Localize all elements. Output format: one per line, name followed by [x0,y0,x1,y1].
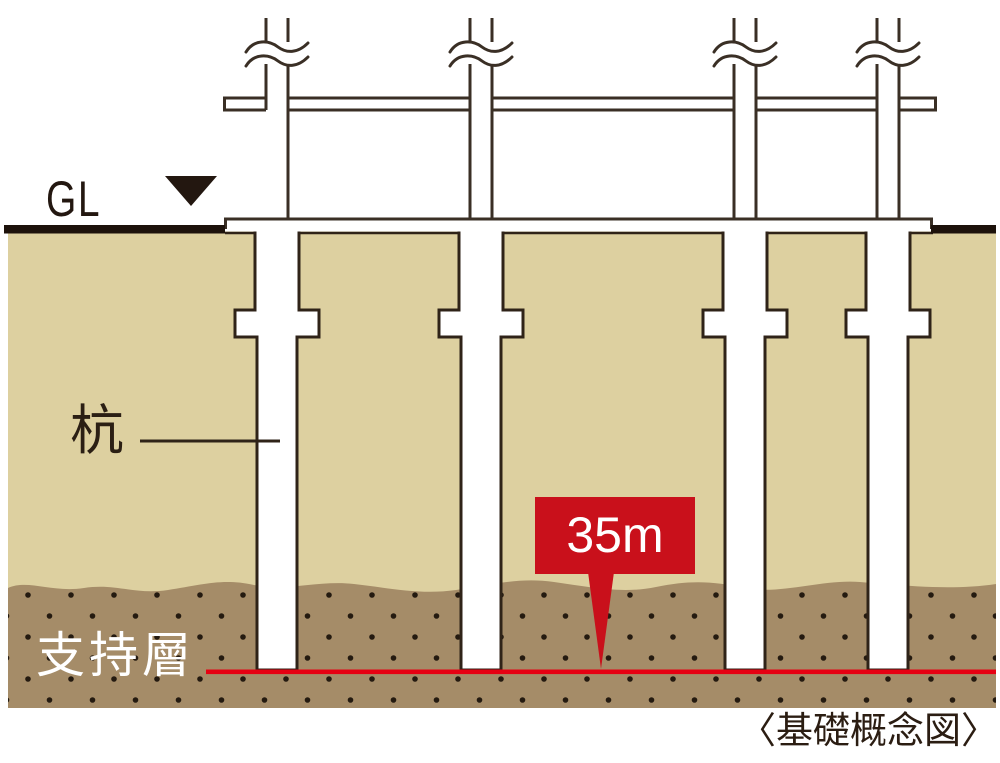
building-columns [264,18,901,219]
ground-surface-line-left [4,225,225,234]
depth-callout: 35m [535,497,695,574]
bearing-depth-line [206,669,996,675]
floor-beam [223,96,937,112]
pile-label: 杭 [70,401,124,461]
break-mark-icon [448,40,514,68]
depth-callout-pointer-icon [588,572,614,669]
ground-beam-strip [225,220,933,232]
ground-surface-line-right [931,225,996,234]
figure-caption: 〈基礎概念図〉 [739,711,998,752]
break-mark-icon [855,40,921,68]
break-mark-icon [244,40,310,68]
bearing-stratum-label: 支持層 [36,629,196,683]
ground-level-label: GL [46,171,102,227]
break-mark-icon [712,40,778,68]
ground-level-marker-icon [165,176,217,206]
